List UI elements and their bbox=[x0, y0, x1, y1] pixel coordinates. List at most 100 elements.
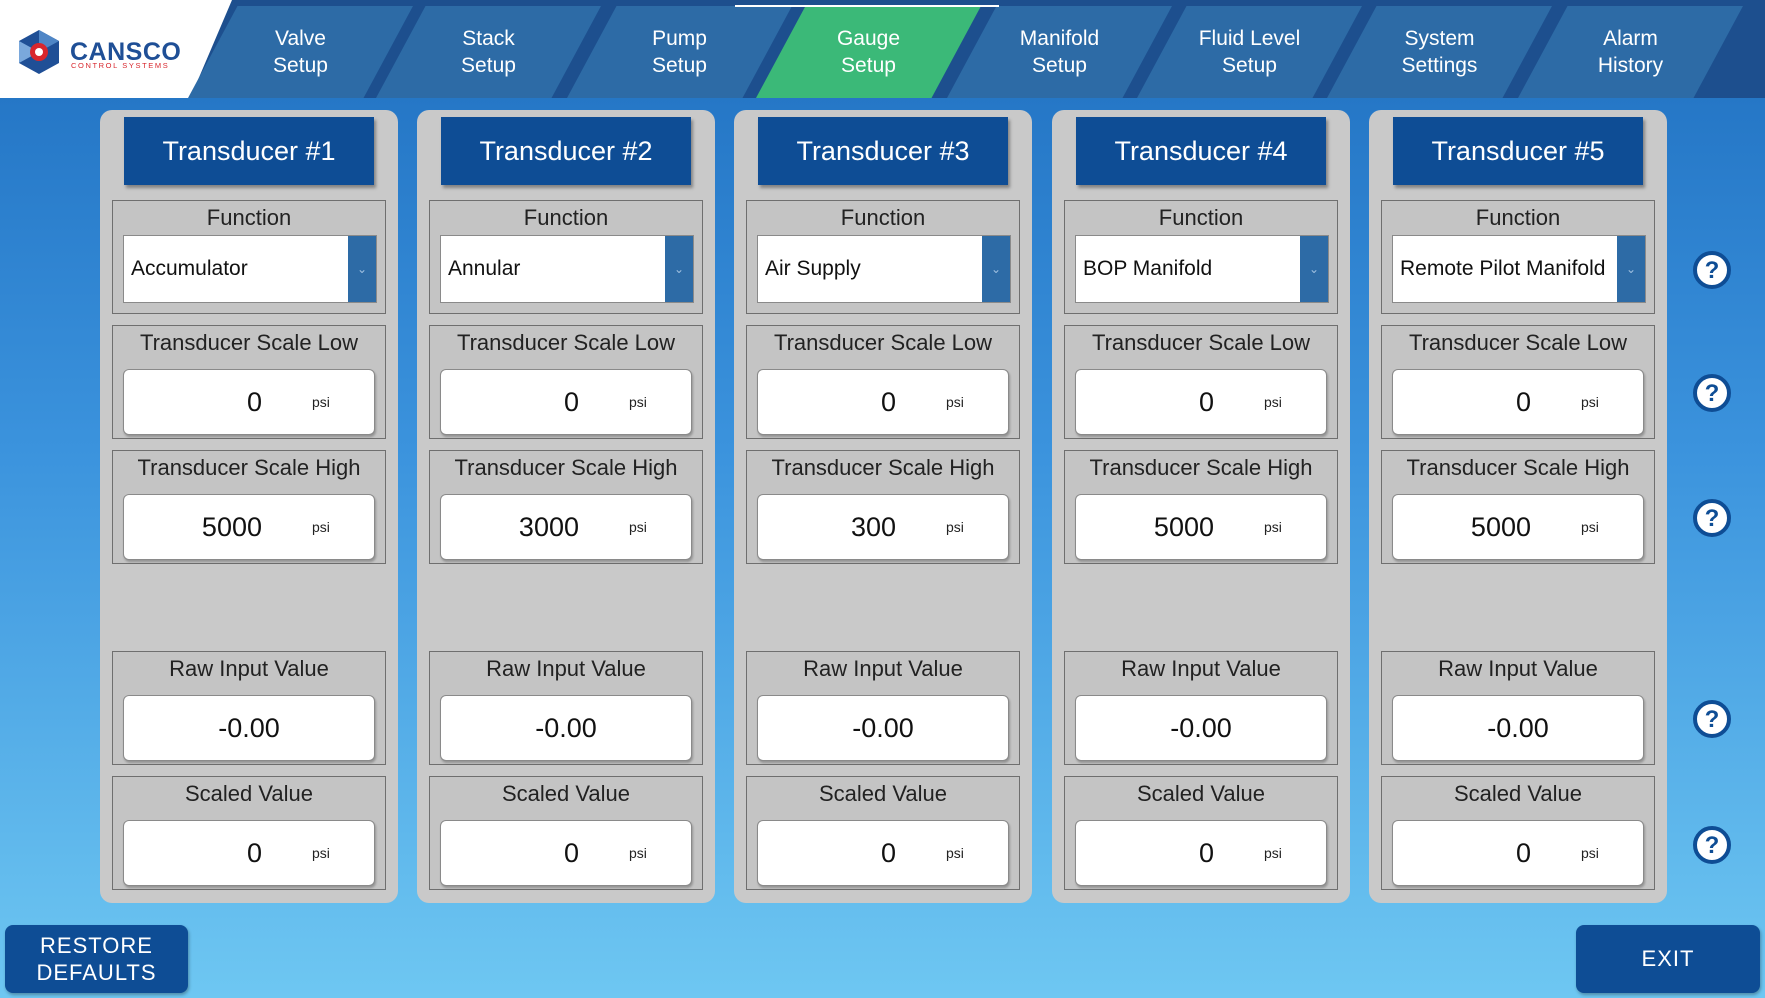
chevron-down-icon[interactable]: ⌄ bbox=[348, 236, 376, 302]
function-dropdown[interactable]: Annular ⌄ bbox=[440, 235, 694, 303]
tab-manifold-setup[interactable]: Manifold Setup bbox=[947, 6, 1172, 98]
tab-label: System Settings bbox=[1401, 27, 1478, 77]
transducer-title: Transducer #1 bbox=[124, 117, 374, 185]
raw-input-group: Raw Input Value -0.00 bbox=[1381, 651, 1655, 765]
chevron-down-icon[interactable]: ⌄ bbox=[1300, 236, 1328, 302]
help-question-icon[interactable]: ? bbox=[1692, 373, 1732, 413]
svg-text:?: ? bbox=[1705, 832, 1720, 859]
function-dropdown[interactable]: Air Supply ⌄ bbox=[757, 235, 1011, 303]
scale-low-group: Transducer Scale Low 0 psi bbox=[112, 325, 386, 439]
tab-pump-setup[interactable]: Pump Setup bbox=[567, 6, 792, 98]
scale-low-value: 0 bbox=[563, 386, 579, 417]
scaled-value-group: Scaled Value 0 psi bbox=[429, 776, 703, 890]
scaled-value-display: 0 psi bbox=[123, 820, 375, 886]
raw-input-label: Raw Input Value bbox=[1438, 656, 1598, 681]
tab-alarm-history[interactable]: Alarm History bbox=[1518, 6, 1743, 98]
function-label: Function bbox=[840, 205, 926, 230]
scaled-value: 0 bbox=[1515, 837, 1531, 868]
scaled-value-display: 0 psi bbox=[757, 820, 1009, 886]
scale-low-value: 0 bbox=[880, 386, 896, 417]
function-value: Annular bbox=[448, 257, 521, 280]
scaled-value-group: Scaled Value 0 psi bbox=[1064, 776, 1338, 890]
scale-low-group: Transducer Scale Low 0 psi bbox=[746, 325, 1020, 439]
unit-label: psi bbox=[1264, 394, 1282, 410]
unit-label: psi bbox=[312, 519, 330, 535]
unit-label: psi bbox=[629, 845, 647, 861]
transducer-panel-3: Transducer #3 Function Air Supply ⌄ Tran… bbox=[734, 110, 1032, 903]
scale-high-input[interactable]: 5000 psi bbox=[123, 494, 375, 560]
function-value: Accumulator bbox=[131, 257, 248, 280]
chevron-down-icon[interactable]: ⌄ bbox=[1617, 236, 1645, 302]
help-question-icon[interactable]: ? bbox=[1692, 825, 1732, 865]
function-group: Function BOP Manifold ⌄ bbox=[1064, 200, 1338, 314]
transducer-panel-4: Transducer #4 Function BOP Manifold ⌄ Tr… bbox=[1052, 110, 1350, 903]
tab-fluid-level-setup[interactable]: Fluid Level Setup bbox=[1137, 6, 1362, 98]
scale-low-input[interactable]: 0 psi bbox=[757, 369, 1009, 435]
scaled-value-display: 0 psi bbox=[440, 820, 692, 886]
scaled-value: 0 bbox=[1198, 837, 1214, 868]
scale-low-value: 0 bbox=[1515, 386, 1531, 417]
exit-button[interactable]: EXIT bbox=[1576, 925, 1760, 993]
function-dropdown[interactable]: Remote Pilot Manifold ⌄ bbox=[1392, 235, 1646, 303]
transducer-title: Transducer #5 bbox=[1393, 117, 1643, 185]
brand-subtitle: CONTROL SYSTEMS bbox=[71, 61, 170, 70]
chevron-down-icon[interactable]: ⌄ bbox=[665, 236, 693, 302]
unit-label: psi bbox=[629, 394, 647, 410]
scale-high-input[interactable]: 300 psi bbox=[757, 494, 1009, 560]
scaled-value-label: Scaled Value bbox=[1453, 781, 1582, 806]
scaled-value-group: Scaled Value 0 psi bbox=[1381, 776, 1655, 890]
raw-input-value: -0.00 bbox=[1170, 712, 1232, 743]
tab-stack-setup[interactable]: Stack Setup bbox=[376, 6, 601, 98]
scale-low-input[interactable]: 0 psi bbox=[1075, 369, 1327, 435]
unit-label: psi bbox=[1264, 519, 1282, 535]
scale-low-input[interactable]: 0 psi bbox=[123, 369, 375, 435]
exit-label: EXIT bbox=[1641, 946, 1695, 971]
scale-low-input[interactable]: 0 psi bbox=[1392, 369, 1644, 435]
raw-input-label: Raw Input Value bbox=[486, 656, 646, 681]
raw-input-group: Raw Input Value -0.00 bbox=[746, 651, 1020, 765]
tab-label: Alarm History bbox=[1597, 27, 1664, 77]
raw-input-label: Raw Input Value bbox=[1121, 656, 1281, 681]
function-value: Remote Pilot Manifold bbox=[1400, 257, 1606, 280]
help-question-icon[interactable]: ? bbox=[1692, 699, 1732, 739]
scale-low-label: Transducer Scale Low bbox=[1091, 330, 1311, 355]
scaled-value-label: Scaled Value bbox=[501, 781, 630, 806]
scale-high-label: Transducer Scale High bbox=[1089, 455, 1313, 480]
raw-input-label: Raw Input Value bbox=[803, 656, 963, 681]
raw-input-value: -0.00 bbox=[218, 712, 280, 743]
function-label: Function bbox=[1475, 205, 1561, 230]
scale-high-value: 5000 bbox=[1153, 511, 1214, 542]
scale-high-label: Transducer Scale High bbox=[1406, 455, 1630, 480]
scale-low-label: Transducer Scale Low bbox=[1408, 330, 1628, 355]
raw-input-group: Raw Input Value -0.00 bbox=[1064, 651, 1338, 765]
chevron-down-icon[interactable]: ⌄ bbox=[982, 236, 1010, 302]
help-question-icon[interactable]: ? bbox=[1692, 250, 1732, 290]
scale-high-label: Transducer Scale High bbox=[771, 455, 995, 480]
tab-label: Manifold Setup bbox=[1019, 27, 1100, 77]
scale-low-value: 0 bbox=[1198, 386, 1214, 417]
unit-label: psi bbox=[1581, 394, 1599, 410]
raw-input-value: -0.00 bbox=[1487, 712, 1549, 743]
tab-system-settings[interactable]: System Settings bbox=[1327, 6, 1552, 98]
unit-label: psi bbox=[1264, 845, 1282, 861]
svg-text:?: ? bbox=[1705, 257, 1720, 284]
function-dropdown[interactable]: BOP Manifold ⌄ bbox=[1075, 235, 1329, 303]
scale-high-group: Transducer Scale High 5000 psi bbox=[1064, 450, 1338, 564]
scale-high-input[interactable]: 3000 psi bbox=[440, 494, 692, 560]
raw-input-group: Raw Input Value -0.00 bbox=[112, 651, 386, 765]
function-group: Function Accumulator ⌄ bbox=[112, 200, 386, 314]
function-dropdown[interactable]: Accumulator ⌄ bbox=[123, 235, 377, 303]
scale-high-input[interactable]: 5000 psi bbox=[1075, 494, 1327, 560]
scale-high-input[interactable]: 5000 psi bbox=[1392, 494, 1644, 560]
scale-low-input[interactable]: 0 psi bbox=[440, 369, 692, 435]
help-question-icon[interactable]: ? bbox=[1692, 498, 1732, 538]
tab-gauge-setup[interactable]: Gauge Setup bbox=[756, 6, 981, 98]
scaled-value-label: Scaled Value bbox=[818, 781, 947, 806]
scale-high-label: Transducer Scale High bbox=[454, 455, 678, 480]
restore-defaults-button[interactable]: RESTORE DEFAULTS bbox=[5, 925, 188, 993]
scale-low-group: Transducer Scale Low 0 psi bbox=[429, 325, 703, 439]
unit-label: psi bbox=[312, 394, 330, 410]
transducer-title: Transducer #2 bbox=[441, 117, 691, 185]
unit-label: psi bbox=[946, 845, 964, 861]
scaled-value-label: Scaled Value bbox=[184, 781, 313, 806]
